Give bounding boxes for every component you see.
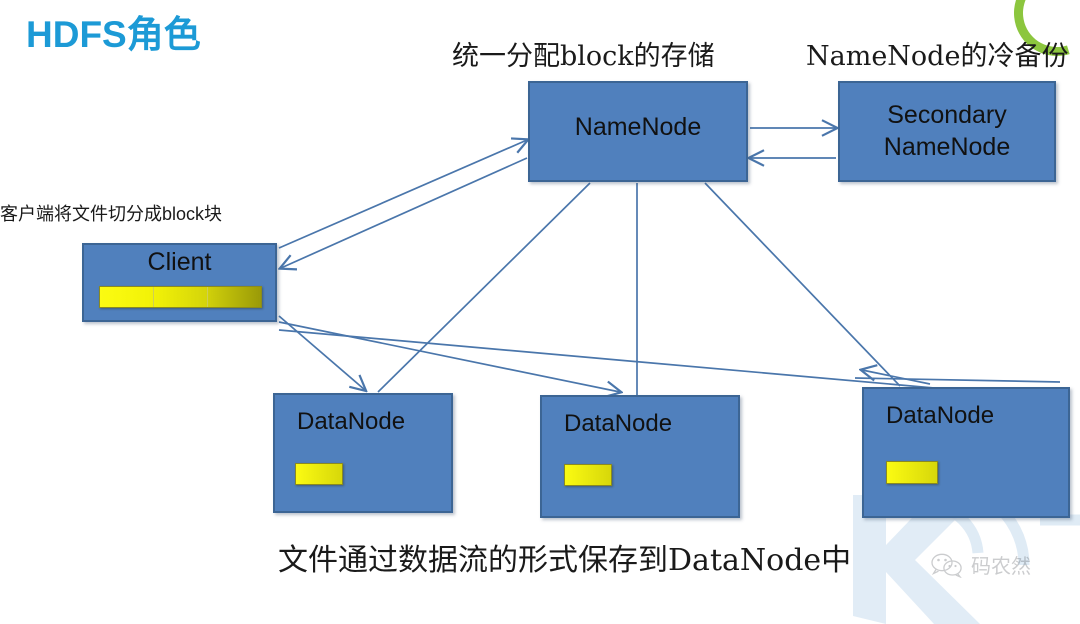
snn-line-1: Secondary bbox=[887, 101, 1007, 129]
node-datanode-3-label: DataNode bbox=[886, 402, 995, 429]
node-datanode-1-label: DataNode bbox=[297, 408, 406, 435]
caption-client: 客户端将文件切分成block块 bbox=[0, 204, 223, 224]
caption-bottom: 文件通过数据流的形式保存到DataNode中 bbox=[278, 543, 852, 578]
wechat-icon bbox=[931, 553, 962, 578]
line-namenode-dn1 bbox=[377, 182, 591, 393]
arrow-client-to-dn2 bbox=[278, 321, 620, 392]
node-datanode-2[interactable]: DataNode bbox=[540, 395, 740, 518]
node-secondary-namenode-label: Secondary NameNode bbox=[840, 99, 1054, 163]
client-block-segment bbox=[154, 287, 208, 307]
datanode-1-block bbox=[295, 463, 343, 485]
node-client-label: Client bbox=[147, 248, 212, 276]
arrow-client-to-dn1 bbox=[278, 315, 365, 390]
datanode-3-block bbox=[886, 461, 938, 484]
node-datanode-3[interactable]: DataNode bbox=[862, 387, 1070, 518]
client-block-segment bbox=[208, 287, 261, 307]
page-title: HDFS角色 bbox=[26, 14, 201, 55]
datanode-2-block bbox=[564, 464, 612, 486]
wechat-watermark-badge: 码农然 bbox=[930, 550, 1031, 579]
arrow-client-to-namenode bbox=[278, 140, 527, 249]
node-datanode-1[interactable]: DataNode bbox=[273, 393, 453, 513]
node-namenode[interactable]: NameNode bbox=[528, 81, 748, 182]
snn-line-2: NameNode bbox=[883, 133, 1011, 161]
client-block-segment bbox=[100, 287, 154, 307]
node-namenode-label: NameNode bbox=[574, 113, 702, 141]
node-datanode-2-label: DataNode bbox=[564, 410, 673, 437]
caption-namenode: 统一分配block的存储 bbox=[452, 41, 715, 72]
client-block-bar bbox=[99, 286, 262, 308]
caption-secondary-namenode: NameNode的冷备份 bbox=[806, 41, 1069, 72]
arrow-namenode-to-client bbox=[281, 157, 528, 268]
line-namenode-dn3 bbox=[704, 182, 901, 387]
arrow-into-dn3 bbox=[862, 370, 931, 385]
node-secondary-namenode[interactable]: Secondary NameNode bbox=[838, 81, 1056, 182]
line-dn3-upper bbox=[854, 377, 1061, 383]
node-client[interactable]: Client bbox=[82, 243, 277, 322]
wechat-watermark-text: 码农然 bbox=[971, 554, 1031, 578]
